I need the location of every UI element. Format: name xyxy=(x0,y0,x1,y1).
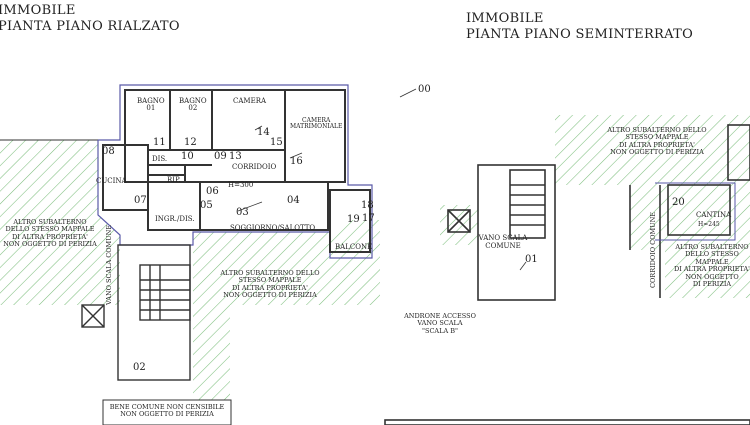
note-altro-subalterno-center: ALTRO SUBALTERNO DELLO STESSO MAPPALE DI… xyxy=(220,269,320,300)
room-camera-matrimoniale: CAMERA MATRIMONIALE xyxy=(290,117,343,130)
label-01: 01 xyxy=(525,254,538,265)
note-altro-subalterno-left: ALTRO SUBALTERNO DELLO STESSO MAPPALE DI… xyxy=(3,218,97,249)
hatched-area-center xyxy=(193,220,380,400)
hatched-area-right xyxy=(555,115,750,298)
label-19: 19 xyxy=(347,214,360,225)
note-altro-subalterno-right-top: ALTRO SUBALTERNO DELLO STESSO MAPPALE DI… xyxy=(607,126,707,157)
right-title-line1: IMMOBILE xyxy=(466,11,544,26)
room-height-245: H=245 xyxy=(698,221,720,228)
label-18: 18 xyxy=(361,200,374,211)
note-altro-subalterno-right-bottom: ALTRO SUBALTERNO DELLO STESSO MAPPALE DI… xyxy=(674,243,750,289)
label-05: 05 xyxy=(200,200,213,211)
room-cucina: CUCINA xyxy=(96,177,127,185)
label-03: 03 xyxy=(236,207,249,218)
label-08: 08 xyxy=(102,146,115,157)
room-ingr-dis: INGR./DIS. xyxy=(155,215,195,223)
label-10: 10 xyxy=(181,151,194,162)
room-bagno-01: BAGNO 01 xyxy=(137,97,165,112)
room-height-300: H=300 xyxy=(228,181,254,189)
label-00: 00 xyxy=(418,84,431,95)
room-vano-scala-comune-right: VANO SCALA COMUNE xyxy=(478,234,528,251)
room-bagno-02: BAGNO 02 xyxy=(179,97,207,112)
room-camera: CAMERA xyxy=(233,97,267,105)
room-corridoio: CORRIDOIO xyxy=(232,163,277,171)
label-20: 20 xyxy=(672,197,685,208)
label-11: 11 xyxy=(153,137,166,148)
label-07: 07 xyxy=(134,195,147,206)
room-balcone: BALCONE xyxy=(335,243,373,251)
left-title-line1: IMMOBILE xyxy=(0,3,76,18)
label-02: 02 xyxy=(133,362,146,373)
label-09: 09 xyxy=(214,151,227,162)
apartment-boundary xyxy=(97,84,373,259)
label-15: 15 xyxy=(270,137,283,148)
label-13: 13 xyxy=(229,151,242,162)
room-dis: DIS. xyxy=(152,155,168,163)
room-soggiorno-salotto: SOGGIORNO/SALOTTO xyxy=(230,224,316,232)
left-title-line2: PIANTA PIANO RIALZATO xyxy=(0,19,180,34)
label-04: 04 xyxy=(287,195,300,206)
label-16: 16 xyxy=(290,156,303,167)
note-androne-accesso: ANDRONE ACCESSO VANO SCALA "SCALA B" xyxy=(404,312,476,335)
hatched-area-left xyxy=(0,140,120,305)
label-06: 06 xyxy=(206,186,219,197)
right-title-line2: PIANTA PIANO SEMINTERRATO xyxy=(466,27,694,42)
label-12: 12 xyxy=(184,137,197,148)
room-vano-scala-comune-left: VANO SCALA COMUNE xyxy=(105,224,113,305)
room-corridoio-comune: CORRIDOIO COMUNE xyxy=(649,211,657,288)
room-rip: RIP. xyxy=(167,176,181,184)
label-17: 17 xyxy=(362,213,375,224)
label-14: 14 xyxy=(257,127,270,138)
hatched-area-right-small xyxy=(440,205,478,245)
room-cantina: CANTINA xyxy=(696,211,732,219)
note-bene-comune: BENE COMUNE NON CENSIBILE NON OGGETTO DI… xyxy=(109,403,225,419)
